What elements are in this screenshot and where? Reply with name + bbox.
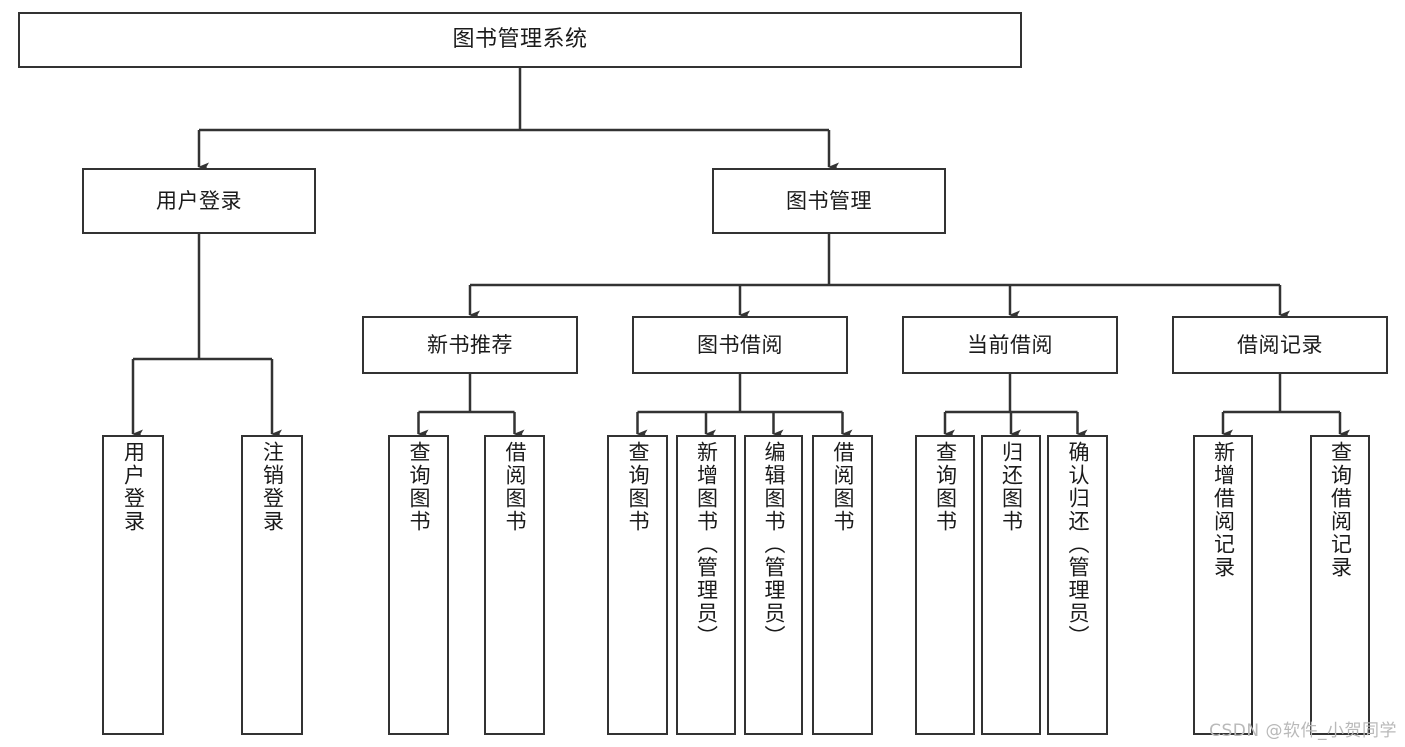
node-label: 新书推荐 <box>427 332 513 357</box>
node-leaf-query-book[interactable]: 查询图书 <box>607 435 668 735</box>
node-label: 归还图书 <box>999 441 1024 533</box>
node-user-login[interactable]: 用户登录 <box>82 168 316 234</box>
node-label: 用户登录 <box>121 441 146 533</box>
node-leaf-query-borrow-record[interactable]: 查询借阅记录 <box>1310 435 1370 735</box>
csdn-watermark: CSDN @软件_小贺同学 <box>1209 721 1397 741</box>
node-new-book-recommend[interactable]: 新书推荐 <box>362 316 578 374</box>
node-root[interactable]: 图书管理系统 <box>18 12 1022 68</box>
node-label: 图书借阅 <box>697 332 783 357</box>
node-leaf-borrow-book-rec[interactable]: 借阅图书 <box>484 435 545 735</box>
node-leaf-add-book-admin[interactable]: 新增图书（管理员） <box>676 435 736 735</box>
node-leaf-return-book[interactable]: 归还图书 <box>981 435 1041 735</box>
node-current-borrow[interactable]: 当前借阅 <box>902 316 1118 374</box>
node-book-borrow[interactable]: 图书借阅 <box>632 316 848 374</box>
node-leaf-query-book-cur[interactable]: 查询图书 <box>915 435 975 735</box>
node-leaf-user-login[interactable]: 用户登录 <box>102 435 164 735</box>
node-label: 查询图书 <box>407 441 431 533</box>
node-label: 查询图书 <box>626 441 650 533</box>
node-label: 编辑图书（管理员） <box>762 441 786 648</box>
node-leaf-add-borrow-record[interactable]: 新增借阅记录 <box>1193 435 1253 735</box>
node-label: 查询图书 <box>933 441 958 533</box>
node-leaf-confirm-return-admin[interactable]: 确认归还（管理员） <box>1047 435 1108 735</box>
node-leaf-logout[interactable]: 注销登录 <box>241 435 303 735</box>
node-label: 确认归还（管理员） <box>1066 441 1090 648</box>
node-label: 借阅记录 <box>1237 332 1323 357</box>
node-label: 新增图书（管理员） <box>694 441 719 648</box>
node-label: 用户登录 <box>156 188 242 213</box>
node-label: 注销登录 <box>260 441 285 533</box>
node-leaf-borrow-book[interactable]: 借阅图书 <box>812 435 873 735</box>
node-borrow-records[interactable]: 借阅记录 <box>1172 316 1388 374</box>
node-label: 借阅图书 <box>503 441 527 533</box>
node-label: 当前借阅 <box>967 332 1053 357</box>
node-label: 查询借阅记录 <box>1328 441 1353 579</box>
node-book-management[interactable]: 图书管理 <box>712 168 946 234</box>
node-leaf-query-book-rec[interactable]: 查询图书 <box>388 435 449 735</box>
node-label: 图书管理 <box>786 188 872 213</box>
node-label: 借阅图书 <box>831 441 855 533</box>
node-leaf-edit-book-admin[interactable]: 编辑图书（管理员） <box>744 435 803 735</box>
node-label: 新增借阅记录 <box>1211 441 1236 579</box>
node-label: 图书管理系统 <box>452 27 588 53</box>
